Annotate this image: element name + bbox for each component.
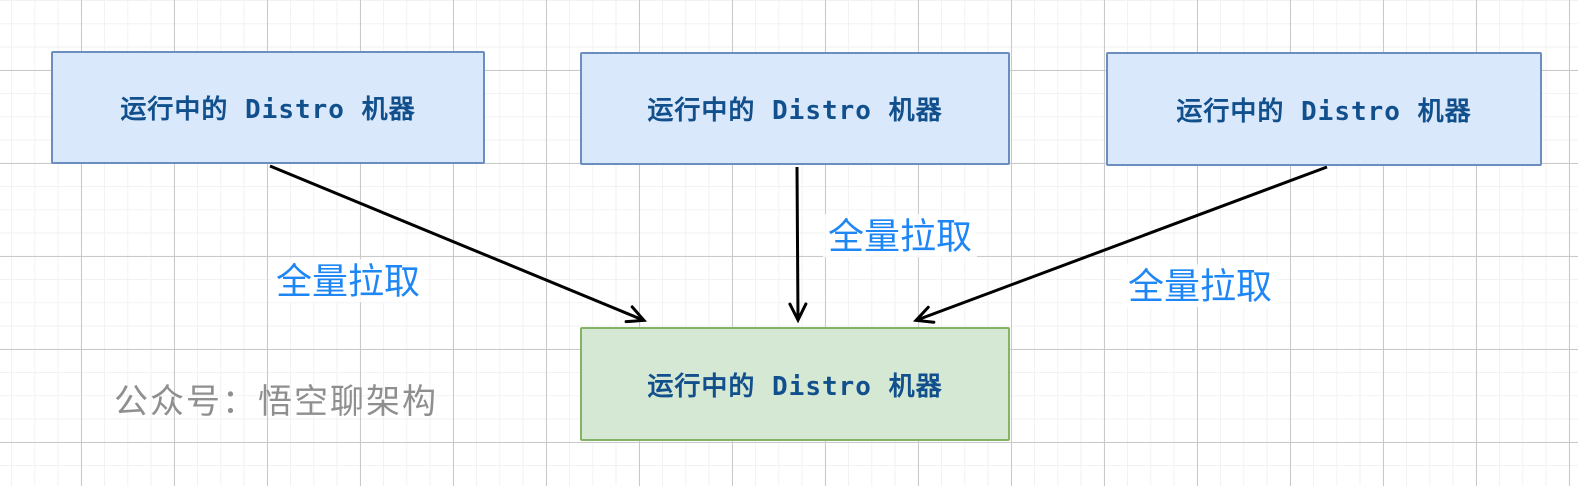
edge-label-full-pull-2: 全量拉取	[822, 214, 978, 258]
edge-label-full-pull-3: 全量拉取	[1122, 264, 1278, 308]
node-distro-target: 运行中的 Distro 机器	[580, 327, 1010, 441]
arrow-source2-to-target-icon	[788, 166, 808, 324]
node-distro-source-1: 运行中的 Distro 机器	[51, 51, 485, 164]
node-label: 运行中的 Distro 机器	[1176, 96, 1472, 127]
edge-label-full-pull-1: 全量拉取	[270, 259, 426, 303]
node-distro-source-3: 运行中的 Distro 机器	[1106, 52, 1542, 166]
node-distro-source-2: 运行中的 Distro 机器	[580, 52, 1010, 165]
node-label: 运行中的 Distro 机器	[647, 371, 943, 402]
node-label: 运行中的 Distro 机器	[120, 95, 416, 125]
watermark-text: 公众号：悟空聊架构	[114, 383, 438, 421]
node-label: 运行中的 Distro 机器	[647, 96, 943, 126]
